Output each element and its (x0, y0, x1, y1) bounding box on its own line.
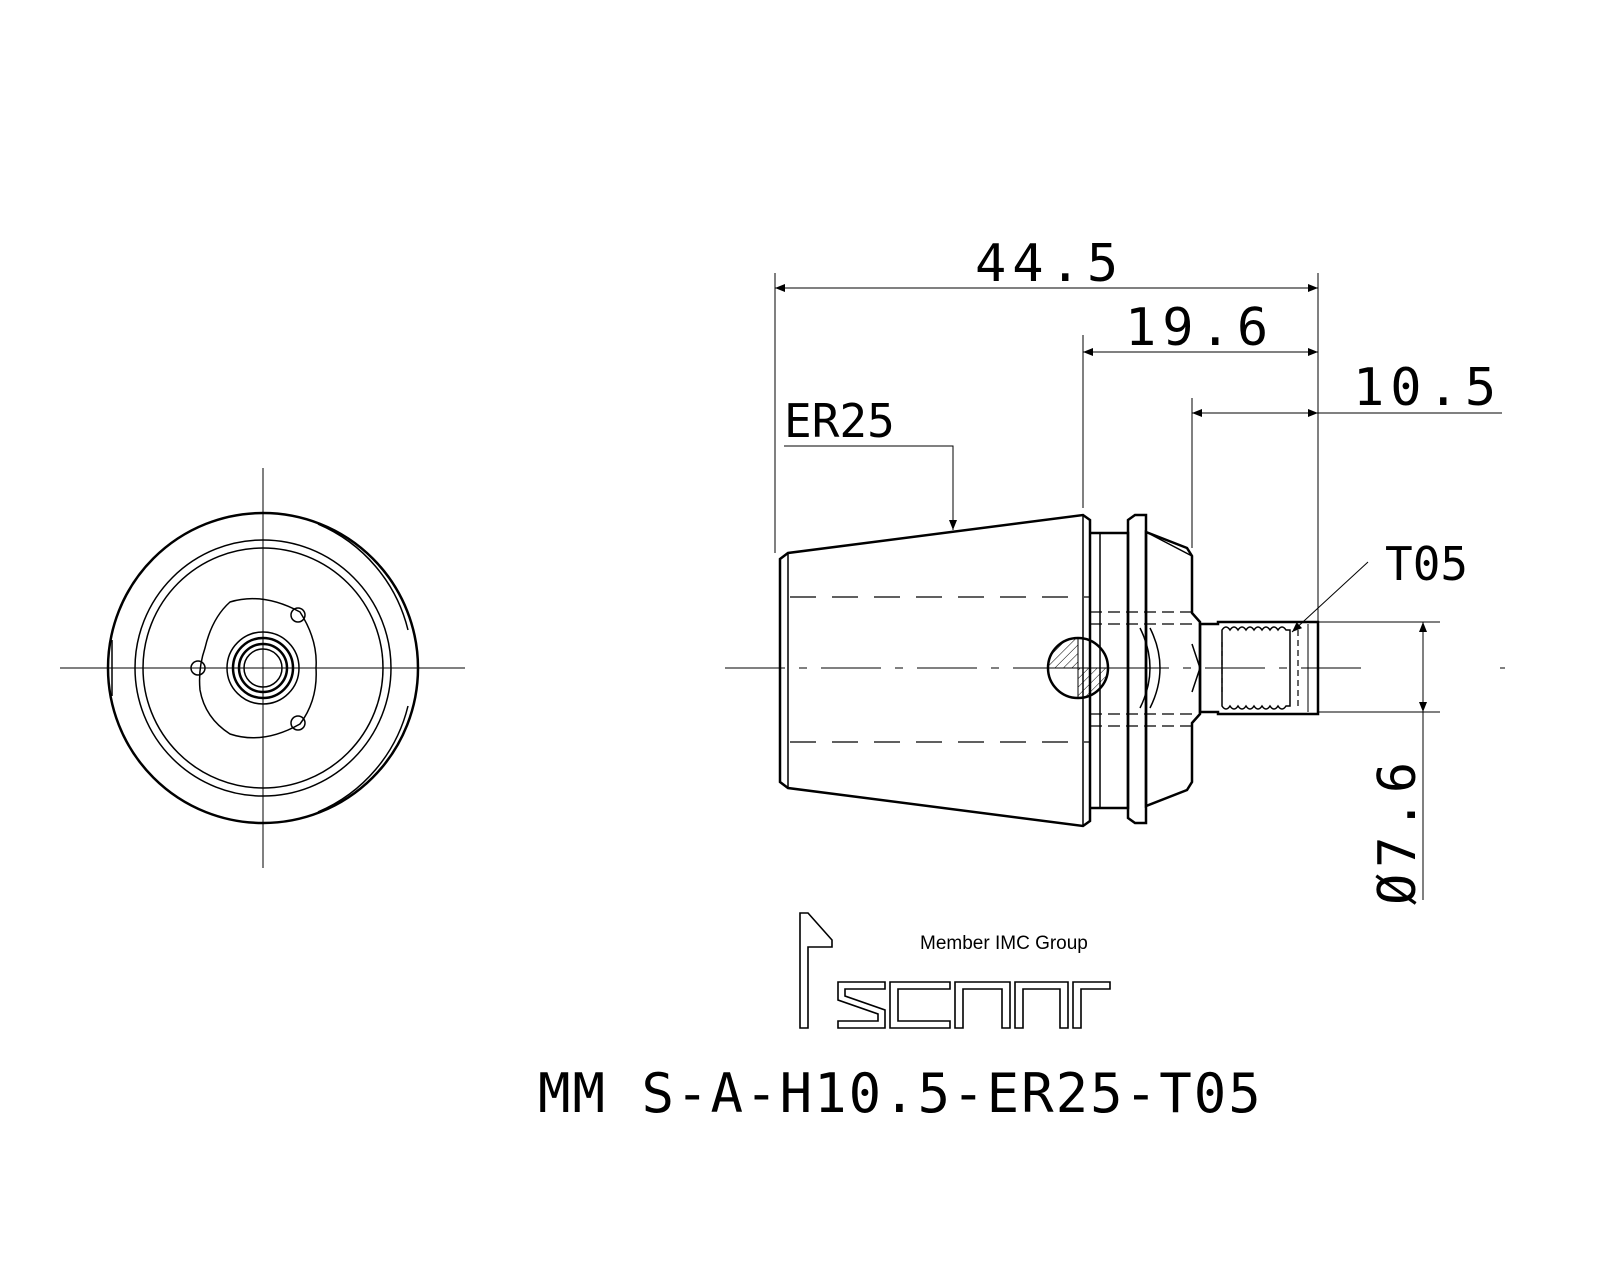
pin-hole-upper (290, 607, 306, 623)
overall-length-dimension: 44.5 (975, 234, 1124, 294)
side-view (725, 513, 1505, 828)
collet-taper-body (778, 513, 1092, 828)
body-length-dimension: 19.6 (1125, 298, 1274, 358)
hub-circle-outer (226, 631, 300, 705)
hub-circle-inner (237, 642, 289, 694)
dimensions: 44.5 19.6 10.5 ER25 T05 Ø7.6 (774, 234, 1502, 905)
nose-cone (1144, 530, 1202, 808)
collar-flange (1126, 513, 1148, 825)
thread-diameter-dimension: Ø7.6 (1368, 756, 1428, 905)
hub-circle-ring (231, 636, 295, 700)
outer-diameter-circle (106, 511, 420, 825)
thread-profile (1221, 626, 1291, 710)
collet-face-circle (134, 539, 392, 797)
bore-circle (243, 648, 283, 688)
head-length-dimension: 10.5 (1353, 358, 1502, 418)
company-logo: Member IMC Group (799, 912, 1111, 1029)
collet-inner-circle (142, 547, 384, 789)
logo-tagline: Member IMC Group (920, 933, 1088, 954)
wrench-flat-bottom (317, 705, 409, 813)
collet-type-label: ER25 (784, 394, 895, 448)
part-number: MM S-A-H10.5-ER25-T05 (538, 1062, 1263, 1125)
threaded-shank (1198, 620, 1320, 716)
pin-hole-left (190, 660, 206, 676)
pin-hole-lower (290, 715, 306, 731)
front-view (60, 468, 465, 868)
thread-type-label: T05 (1385, 537, 1468, 591)
clamp-plate-outline (198, 597, 317, 739)
wrench-flat-top (317, 523, 409, 631)
